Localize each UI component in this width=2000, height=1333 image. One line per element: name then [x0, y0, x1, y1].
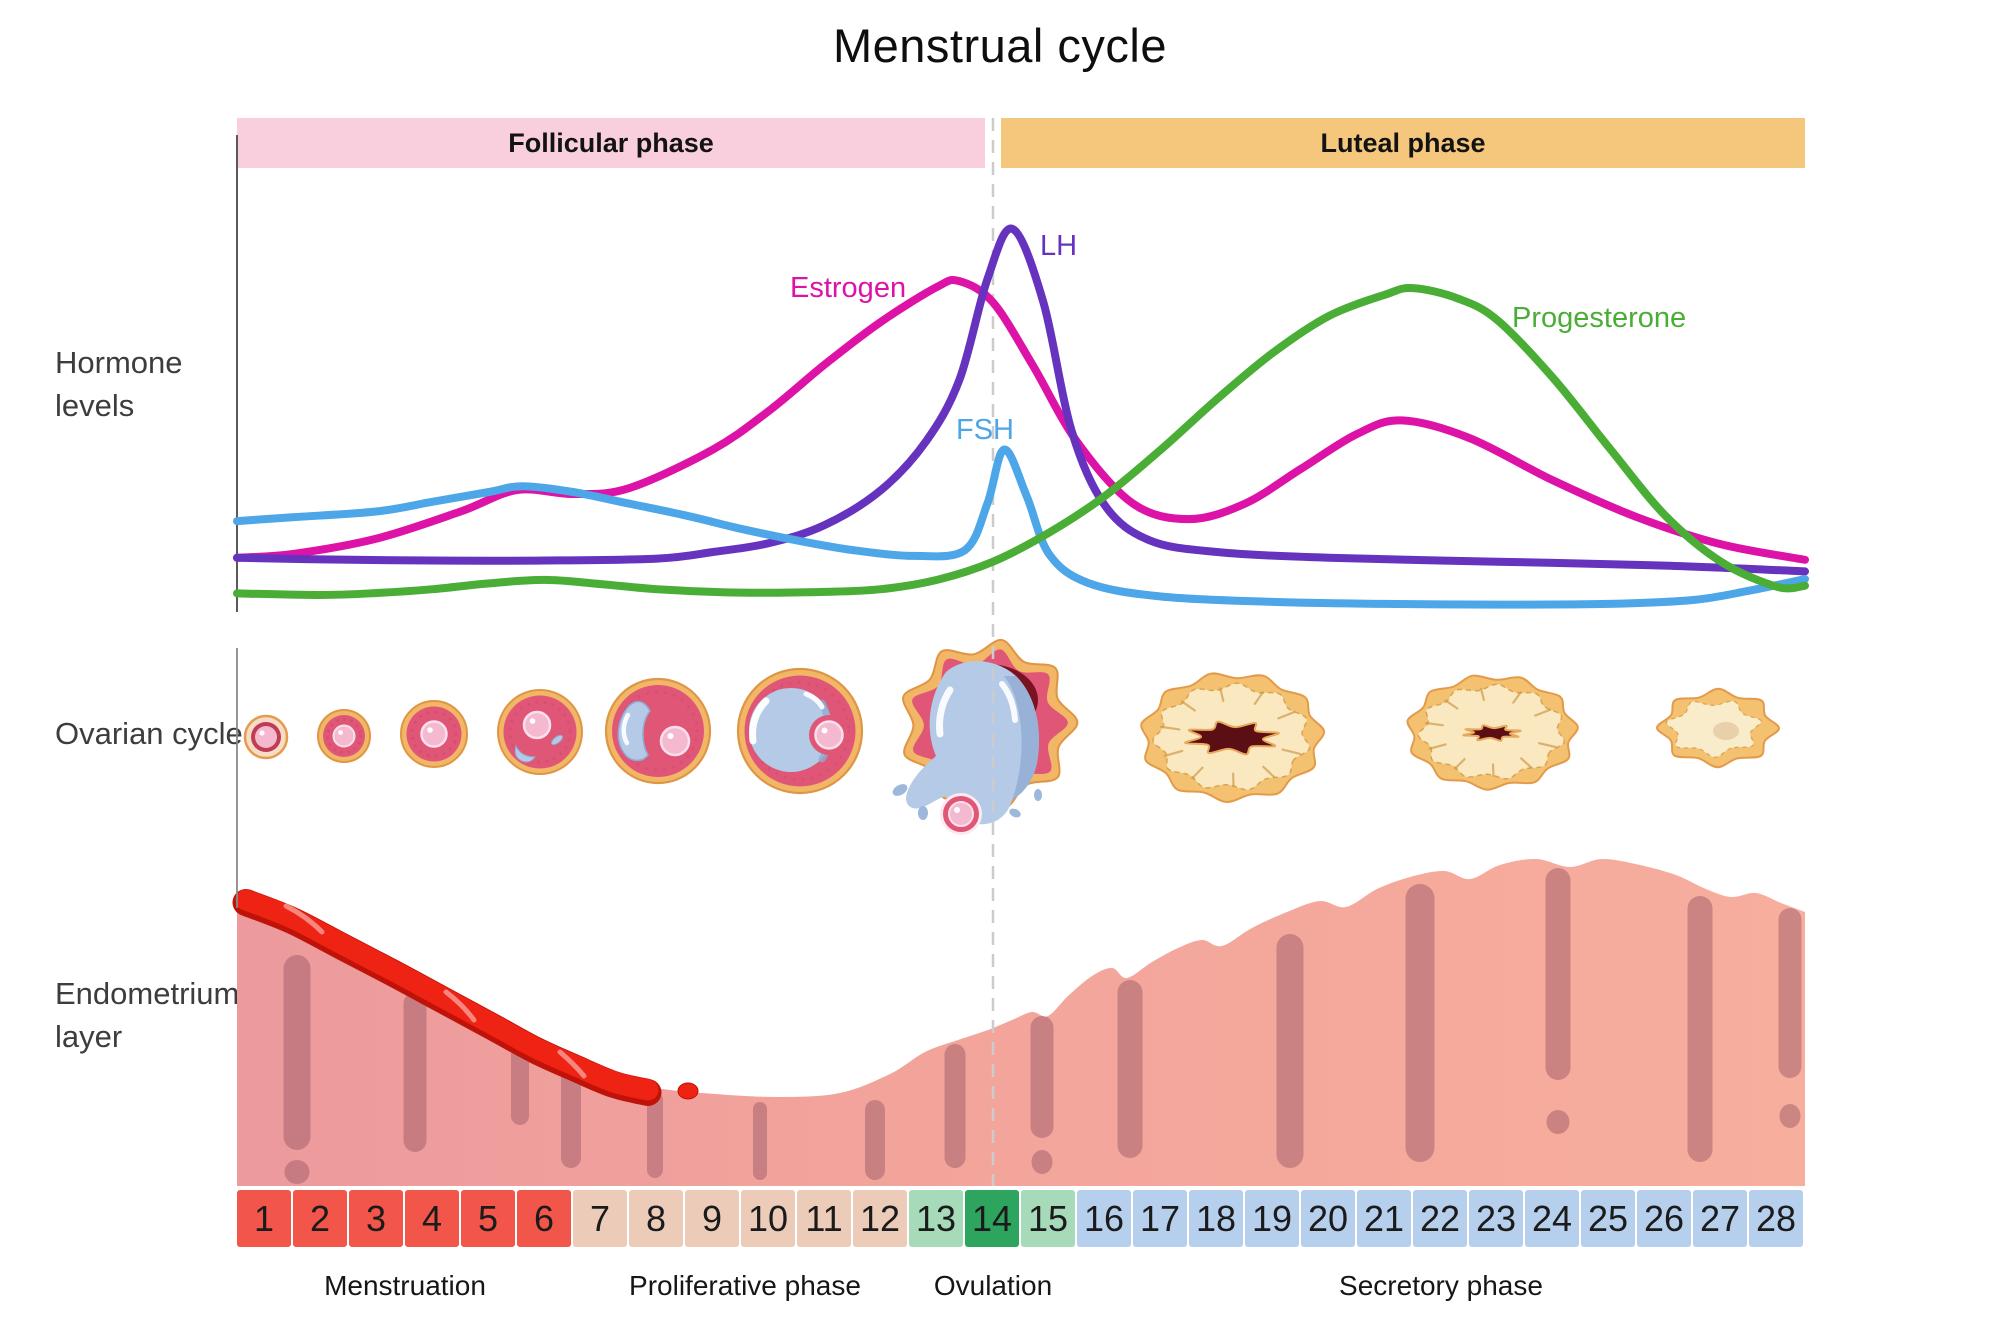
day-cell-18: 18: [1189, 1190, 1243, 1247]
endometrial-gland: [1405, 884, 1435, 1162]
follicular-phase-label: Follicular phase: [508, 127, 714, 158]
endometrial-gland: [403, 992, 427, 1152]
hormone-levels-label-line1: Hormone: [55, 345, 183, 380]
endometrium-label-line1: Endometrium: [55, 976, 240, 1011]
lh-curve-label: LH: [1040, 230, 1078, 262]
endometrial-gland: [944, 1044, 966, 1168]
follicle-stage-1: [243, 714, 289, 760]
day-cell-23: 23: [1469, 1190, 1523, 1247]
day-cell-9: 9: [685, 1190, 739, 1247]
menstrual-blood: [232, 889, 699, 1106]
endometrial-gland: [1778, 908, 1802, 1078]
follicle-stage-4: [497, 689, 583, 775]
page-title: Menstrual cycle: [833, 19, 1167, 72]
day-cell-10: 10: [741, 1190, 795, 1247]
hormone-curve-progesterone: [233, 283, 1809, 599]
fsh-curve-label: FSH: [956, 414, 1014, 446]
day-cell-14: 14: [965, 1190, 1019, 1247]
released-egg: [940, 793, 982, 835]
endometrial-gland: [1687, 896, 1713, 1162]
day-cell-17: 17: [1133, 1190, 1187, 1247]
day-cell-8: 8: [629, 1190, 683, 1247]
endometrium-label-line2: layer: [55, 1018, 123, 1054]
day-cell-26: 26: [1637, 1190, 1691, 1247]
estrogen-curve-label: Estrogen: [790, 272, 907, 304]
menstruation-phase-label: Menstruation: [324, 1270, 486, 1301]
corpus-albicans: [1655, 687, 1781, 769]
day-cell-3: 3: [349, 1190, 403, 1247]
endometrial-gland: [1117, 980, 1143, 1158]
day-cell-27: 27: [1693, 1190, 1747, 1247]
endometrial-gland: [1030, 1016, 1054, 1138]
day-cell-5: 5: [461, 1190, 515, 1247]
hormone-levels-label: Hormone levels: [55, 342, 183, 428]
day-cell-6: 6: [517, 1190, 571, 1247]
day-cell-12: 12: [853, 1190, 907, 1247]
follicular-phase-bar: Follicular phase: [237, 118, 985, 168]
proliferative-phase-label: Proliferative phase: [629, 1270, 861, 1301]
endometrial-gland: [561, 1064, 581, 1168]
day-cell-2: 2: [293, 1190, 347, 1247]
hormone-curves: [233, 224, 1809, 609]
endometrial-gland: [753, 1102, 767, 1180]
endometrium-illustration: [232, 858, 1805, 1186]
ovarian-cycle-illustration: [243, 638, 1781, 835]
day-cell-25: 25: [1581, 1190, 1635, 1247]
follicle-stage-6-mature: [736, 667, 864, 795]
day-cell-1: 1: [237, 1190, 291, 1247]
hormone-curve-fsh: [233, 445, 1809, 609]
follicle-stage-5: [604, 677, 712, 785]
day-cell-20: 20: [1301, 1190, 1355, 1247]
day-cell-19: 19: [1245, 1190, 1299, 1247]
hormone-curve-lh: [233, 224, 1809, 576]
day-cell-11: 11: [797, 1190, 851, 1247]
endometrial-gland: [1276, 934, 1304, 1168]
day-cell-15: 15: [1021, 1190, 1075, 1247]
progesterone-curve-label: Progesterone: [1512, 302, 1687, 334]
day-cell-24: 24: [1525, 1190, 1579, 1247]
ovulation-figure: [892, 638, 1079, 835]
endometrial-gland: [283, 955, 311, 1150]
endometrial-gland: [647, 1092, 663, 1178]
day-cell-7: 7: [573, 1190, 627, 1247]
follicle-stage-2: [317, 709, 371, 763]
day-cell-22: 22: [1413, 1190, 1467, 1247]
day-cell-28: 28: [1749, 1190, 1803, 1247]
ovulation-phase-label: Ovulation: [933, 1270, 1053, 1301]
hormone-levels-label-line2: levels: [55, 387, 135, 423]
day-cell-13: 13: [909, 1190, 963, 1247]
day-cell-4: 4: [405, 1190, 459, 1247]
luteal-phase-bar: Luteal phase: [1001, 118, 1805, 168]
endometrial-gland: [1545, 868, 1571, 1080]
follicle-stage-3: [400, 700, 468, 768]
day-cell-16: 16: [1077, 1190, 1131, 1247]
ovarian-cycle-label: Ovarian cycle: [55, 716, 243, 751]
endometrial-gland: [865, 1100, 885, 1180]
secretory-phase-label: Secretory phase: [1339, 1270, 1543, 1301]
corpus-luteum-early: [1140, 672, 1326, 804]
luteal-phase-label: Luteal phase: [1320, 127, 1486, 158]
endometrium-layer-label: Endometrium layer: [55, 973, 239, 1059]
corpus-luteum-late: [1406, 674, 1579, 791]
day-cell-21: 21: [1357, 1190, 1411, 1247]
endometrial-gland: [511, 1046, 529, 1125]
